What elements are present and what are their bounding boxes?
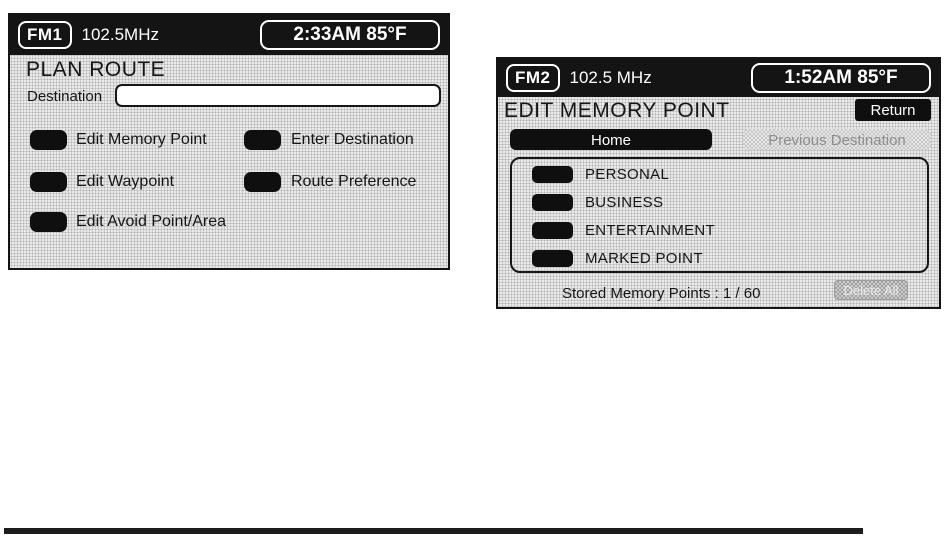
business-category-label: BUSINESS — [585, 194, 664, 211]
nav-screen-edit-memory-point: FM2 102.5 MHz 1:52AM 85°F EDIT MEMORY PO… — [496, 57, 941, 309]
return-button[interactable]: Return — [855, 99, 931, 121]
entertainment-category-label: ENTERTAINMENT — [585, 222, 716, 239]
memory-point-category-list: PERSONAL BUSINESS ENTERTAINMENT MARKED P… — [510, 157, 929, 273]
page-title: PLAN ROUTE — [26, 58, 166, 81]
tab-home[interactable]: Home — [510, 129, 712, 150]
clock-temperature-badge: 2:33AM 85°F — [260, 20, 440, 50]
edit-memory-point-label: Edit Memory Point — [76, 131, 207, 148]
edit-waypoint-button[interactable] — [30, 172, 67, 192]
page-title: EDIT MEMORY POINT — [504, 99, 730, 122]
clock-temperature-badge: 1:52AM 85°F — [751, 63, 931, 93]
entertainment-category-button[interactable] — [532, 222, 573, 239]
destination-input[interactable] — [115, 84, 441, 107]
radio-status-bar: FM2 102.5 MHz 1:52AM 85°F — [498, 59, 939, 97]
edit-avoid-point-area-button[interactable] — [30, 212, 67, 232]
radio-frequency: 102.5MHz — [81, 25, 159, 44]
radio-band-badge: FM1 — [18, 21, 72, 49]
radio-frequency: 102.5 MHz — [569, 68, 652, 87]
route-preference-label: Route Preference — [291, 173, 417, 190]
marked-point-category-button[interactable] — [532, 250, 573, 267]
nav-screen-plan-route: FM1 102.5MHz 2:33AM 85°F PLAN ROUTE Dest… — [8, 13, 450, 270]
radio-status-bar: FM1 102.5MHz 2:33AM 85°F — [10, 15, 448, 55]
radio-band-badge: FM2 — [506, 64, 560, 92]
edit-memory-point-button[interactable] — [30, 130, 67, 150]
marked-point-category-label: MARKED POINT — [585, 250, 703, 267]
edit-waypoint-label: Edit Waypoint — [76, 173, 175, 190]
personal-category-label: PERSONAL — [585, 166, 670, 183]
enter-destination-label: Enter Destination — [291, 131, 414, 148]
destination-label: Destination — [27, 88, 103, 105]
enter-destination-button[interactable] — [244, 130, 281, 150]
stored-memory-points-status: Stored Memory Points : 1 / 60 — [562, 285, 761, 302]
tab-previous-destination-disabled[interactable]: Previous Destination — [743, 129, 931, 150]
edit-avoid-point-area-label: Edit Avoid Point/Area — [76, 213, 227, 230]
delete-all-button-disabled[interactable]: Delete All — [834, 280, 908, 300]
personal-category-button[interactable] — [532, 166, 573, 183]
business-category-button[interactable] — [532, 194, 573, 211]
route-preference-button[interactable] — [244, 172, 281, 192]
page-divider-rule — [4, 528, 863, 534]
